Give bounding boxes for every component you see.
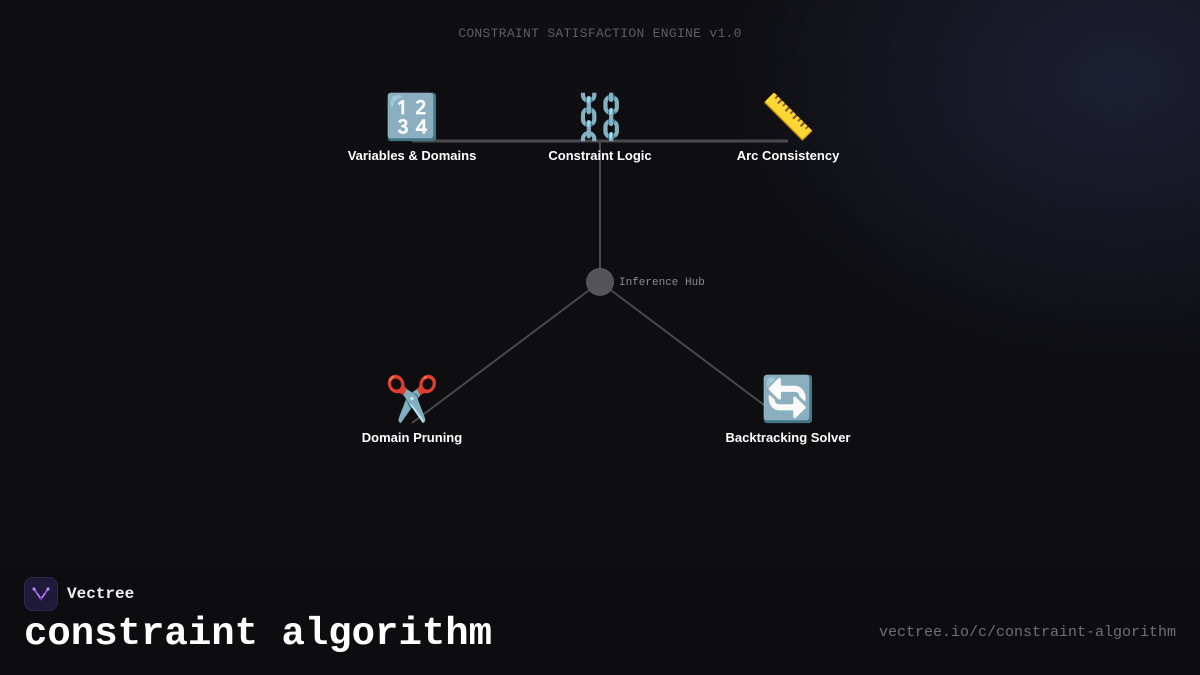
node-label: Domain Pruning <box>361 430 463 445</box>
node-arc-consistency[interactable]: 📏 Arc Consistency <box>688 92 888 163</box>
counterclockwise-arrows-icon: 🔄 <box>760 374 816 425</box>
brand-name: Vectree <box>67 585 135 603</box>
input-numbers-icon: 🔢 <box>384 92 440 143</box>
edge-hub-pruning <box>411 281 601 424</box>
brand[interactable]: Vectree <box>24 577 134 611</box>
node-label: Constraint Logic <box>548 148 652 163</box>
inference-hub-node[interactable] <box>586 268 614 296</box>
scissors-icon: ✂️ <box>384 374 440 425</box>
node-domain-pruning[interactable]: ✂️ Domain Pruning <box>312 374 512 445</box>
vectree-logo-icon <box>24 577 58 611</box>
page-url[interactable]: vectree.io/c/constraint-algorithm <box>878 624 1176 641</box>
node-variables-domains[interactable]: 🔢 Variables & Domains <box>312 92 512 163</box>
node-label: Backtracking Solver <box>725 430 851 445</box>
chains-icon: ⛓️ <box>572 92 628 143</box>
node-constraint-logic[interactable]: ⛓️ Constraint Logic <box>500 92 700 163</box>
ruler-icon: 📏 <box>760 92 816 143</box>
node-label: Variables & Domains <box>347 148 477 163</box>
edge-hub-backtracking <box>599 281 789 424</box>
node-label: Arc Consistency <box>736 148 840 163</box>
page-title: constraint algorithm <box>24 612 493 656</box>
inference-hub-label: Inference Hub <box>619 277 705 289</box>
engine-title: CONSTRAINT SATISFACTION ENGINE v1.0 <box>458 26 742 41</box>
node-backtracking-solver[interactable]: 🔄 Backtracking Solver <box>688 374 888 445</box>
